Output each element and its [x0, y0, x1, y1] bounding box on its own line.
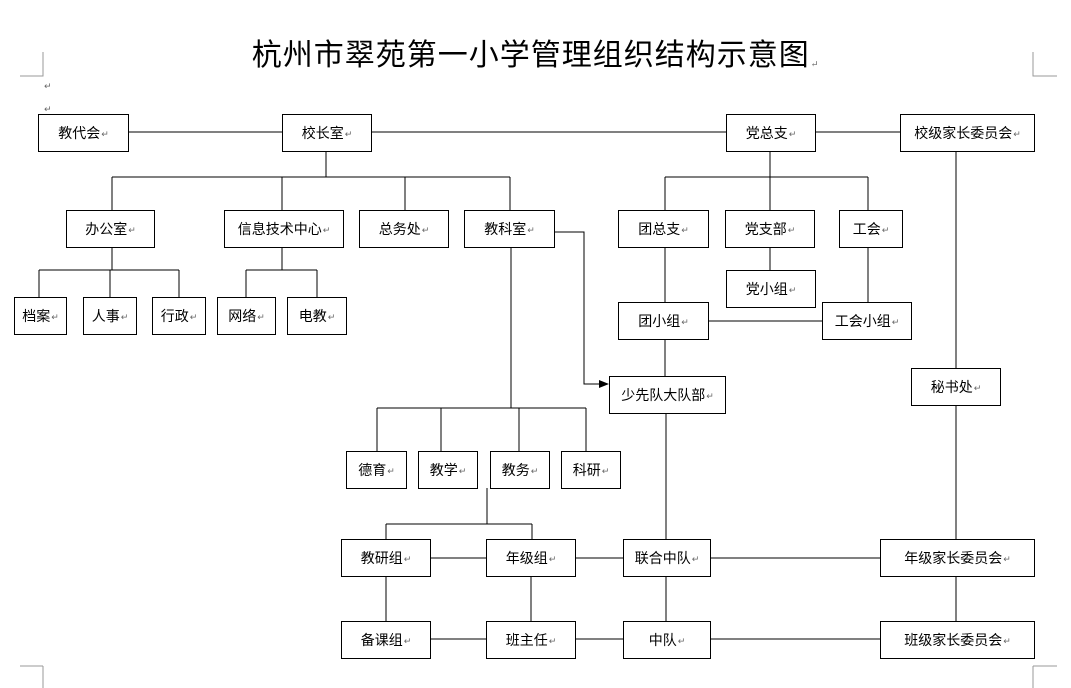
node-lianhezhongdui: 联合中队↵ [623, 539, 711, 577]
node-jiaowu: 教务↵ [490, 451, 550, 489]
node-xinxi: 信息技术中心↵ [224, 210, 344, 248]
node-deyu: 德育↵ [346, 451, 407, 489]
node-gonghui: 工会↵ [839, 210, 903, 248]
node-jiaodaihui: 教代会↵ [38, 114, 129, 152]
node-dangzongzhi: 党总支↵ [726, 114, 816, 152]
node-zhongdui: 中队↵ [623, 621, 711, 659]
node-zongwuchu: 总务处↵ [359, 210, 449, 248]
node-wangluo: 网络↵ [217, 297, 276, 335]
node-nianjizu: 年级组↵ [486, 539, 576, 577]
node-banzhuren: 班主任↵ [486, 621, 576, 659]
node-tuanxiaozu: 团小组↵ [618, 302, 709, 340]
node-jiazhangweiyuanhui: 校级家长委员会↵ [900, 114, 1035, 152]
node-nianjijiazhang: 年级家长委员会↵ [880, 539, 1035, 577]
node-renshi: 人事↵ [83, 297, 137, 335]
node-banjijiazhang: 班级家长委员会↵ [880, 621, 1035, 659]
node-jiaoxue: 教学↵ [418, 451, 478, 489]
node-dangan: 档案↵ [14, 297, 67, 335]
node-dangxiaozu: 党小组↵ [726, 270, 816, 308]
node-shaoxiandui: 少先队大队部↵ [609, 376, 726, 414]
diagram-title: 杭州市翠苑第一小学管理组织结构示意图↵ [251, 38, 820, 73]
node-xiaozhangshi: 校长室↵ [282, 114, 372, 152]
paragraph-mark: ↵ [44, 82, 52, 92]
node-jiaokeshi: 教科室↵ [464, 210, 555, 248]
node-dianjiao: 电教↵ [287, 297, 347, 335]
node-dangzhibu: 党支部↵ [725, 210, 815, 248]
node-beikezu: 备课组↵ [341, 621, 431, 659]
node-keyan: 科研↵ [561, 451, 621, 489]
node-tuanzongzhi: 团总支↵ [618, 210, 709, 248]
node-mishuchu: 秘书处↵ [911, 368, 1001, 406]
node-xingzheng: 行政↵ [152, 297, 206, 335]
node-jiaoyanzu: 教研组↵ [341, 539, 431, 577]
paragraph-mark: ↵ [44, 105, 52, 115]
node-bangongshi: 办公室↵ [66, 210, 155, 248]
node-gonghuixiaozu: 工会小组↵ [822, 302, 912, 340]
